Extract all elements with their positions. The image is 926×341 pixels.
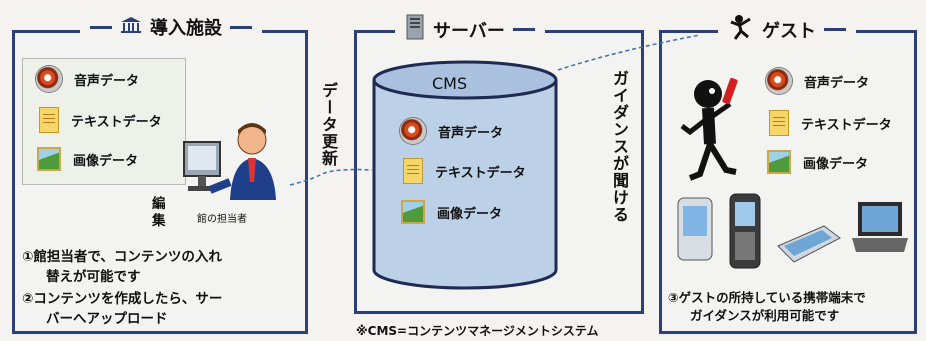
item-label: 音声データ <box>438 125 504 141</box>
facility-item-image: 画像データ <box>37 147 138 171</box>
item-label: 画像データ <box>437 206 503 222</box>
item-label: 画像データ <box>803 156 869 172</box>
guest-item-text: テキストデータ <box>769 110 892 136</box>
title-dash <box>230 25 252 29</box>
guest-note-1: ③ゲストの所持している携帯端末で <box>668 290 866 305</box>
server-title-text: サーバー <box>433 20 505 42</box>
guest-figure-illustration <box>672 74 752 188</box>
guest-item-image: 画像データ <box>767 150 868 174</box>
facility-note-1: ①館担当者で、コンテンツの入れ <box>22 249 222 265</box>
server-item-image: 画像データ <box>401 200 502 224</box>
title-dash <box>512 28 535 31</box>
guest-title: ゲスト <box>718 14 856 45</box>
item-label: 音声データ <box>804 75 870 91</box>
mobile-devices-illustration <box>674 192 910 278</box>
building-icon <box>120 16 142 39</box>
cms-footnote: ※CMS=コンテンツマネージメントシステム <box>356 324 599 338</box>
title-dash <box>90 25 112 29</box>
guest-item-audio: 音声データ <box>766 68 869 94</box>
facility-item-text: テキストデータ <box>39 107 162 133</box>
title-dash <box>824 28 846 31</box>
speaker-icon <box>766 68 792 94</box>
facility-note-3: ②コンテンツを作成したら、サー <box>22 291 223 307</box>
image-file-icon <box>401 200 425 224</box>
facility-item-audio: 音声データ <box>36 66 139 92</box>
facility-note-2: 替えが可能です <box>46 269 141 285</box>
operator-caption: 館の担当者 <box>197 214 247 225</box>
cms-label: CMS <box>432 74 468 93</box>
edit-label: 編 集 <box>152 196 166 229</box>
server-item-text: テキストデータ <box>403 158 526 184</box>
item-label: テキストデータ <box>435 165 526 181</box>
data-update-label: データ更新 <box>319 82 338 167</box>
item-label: 画像データ <box>73 153 139 169</box>
item-label: テキストデータ <box>801 117 892 133</box>
server-title: サーバー <box>395 14 545 45</box>
text-document-icon <box>403 158 423 184</box>
guidance-label: ガイダンスが聞ける <box>610 70 629 223</box>
server-tower-icon <box>405 14 425 45</box>
text-document-icon <box>769 110 789 136</box>
guest-title-text: ゲスト <box>762 20 816 42</box>
guest-note-2: ガイダンスが利用可能です <box>690 308 840 323</box>
operator-at-computer-illustration <box>180 118 290 222</box>
facility-note-4: バーへアップロード <box>46 311 168 327</box>
speaker-icon <box>400 118 426 144</box>
facility-title-text: 導入施設 <box>150 18 222 39</box>
image-file-icon <box>37 147 61 171</box>
text-document-icon <box>39 107 59 133</box>
server-item-audio: 音声データ <box>400 118 503 144</box>
image-file-icon <box>767 150 791 174</box>
item-label: テキストデータ <box>71 114 162 130</box>
dancing-person-icon <box>728 14 754 45</box>
item-label: 音声データ <box>74 73 140 89</box>
facility-title: 導入施設 <box>80 14 262 40</box>
speaker-icon <box>36 66 62 92</box>
